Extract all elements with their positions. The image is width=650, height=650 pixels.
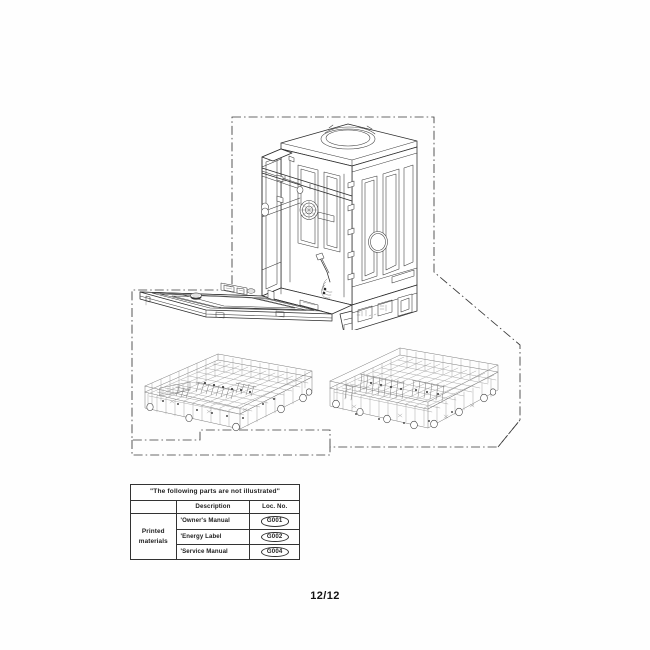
diagram-chain-border (131, 116, 521, 456)
table-title-row: "The following parts are not illustrated… (130, 484, 300, 501)
row-loc-no: G004 (249, 543, 300, 561)
spray-arm-detail (299, 200, 319, 220)
lower-rack-rollers (332, 388, 497, 430)
loc-badge: G004 (260, 546, 289, 558)
row-description: 'Energy Label (175, 528, 251, 545)
lower-dish-rack (329, 347, 499, 430)
row-loc-no: G002 (249, 528, 300, 545)
hinge-and-hose (315, 252, 333, 299)
detergent-dispenser (220, 282, 256, 296)
page-number: 12/12 (310, 590, 340, 602)
row-loc-no: G001 (249, 513, 300, 530)
group-label-line2: materials (138, 537, 168, 545)
table-header-row: Description Loc. No. (130, 499, 300, 515)
row-description: 'Service Manual (175, 543, 251, 561)
door-panel-assembly (139, 282, 333, 322)
header-group (130, 499, 177, 515)
table-row: 'Energy Label G002 (131, 528, 300, 545)
loc-badge: G002 (260, 531, 289, 542)
rack-cup-shelf (159, 381, 191, 397)
group-label-line1: Printed (141, 528, 165, 536)
upper-dish-rack (144, 353, 313, 432)
rack-tines (175, 381, 257, 400)
cabinet-tub-assembly (139, 123, 418, 330)
not-illustrated-parts-table: "The following parts are not illustrated… (130, 484, 300, 561)
table-title: "The following parts are not illustrated… (130, 484, 300, 501)
table-row: Printed materials 'Owner's Manual G001 (130, 513, 300, 561)
base-detail-marks (356, 304, 387, 317)
row-description: 'Owner's Manual (175, 513, 251, 530)
group-label-printed-materials: Printed materials (130, 513, 177, 561)
header-loc-no: Loc. No. (249, 499, 300, 515)
loc-badge: G001 (260, 516, 289, 527)
tub-upper-rails (261, 167, 353, 202)
rinse-aid-cap (190, 292, 202, 300)
tub-left-frame-rail (261, 148, 304, 297)
table-row: 'Service Manual G004 (131, 543, 300, 561)
header-description: Description (175, 499, 251, 515)
rack-rollers (146, 388, 313, 432)
tub-fixture-blocks (276, 155, 355, 281)
